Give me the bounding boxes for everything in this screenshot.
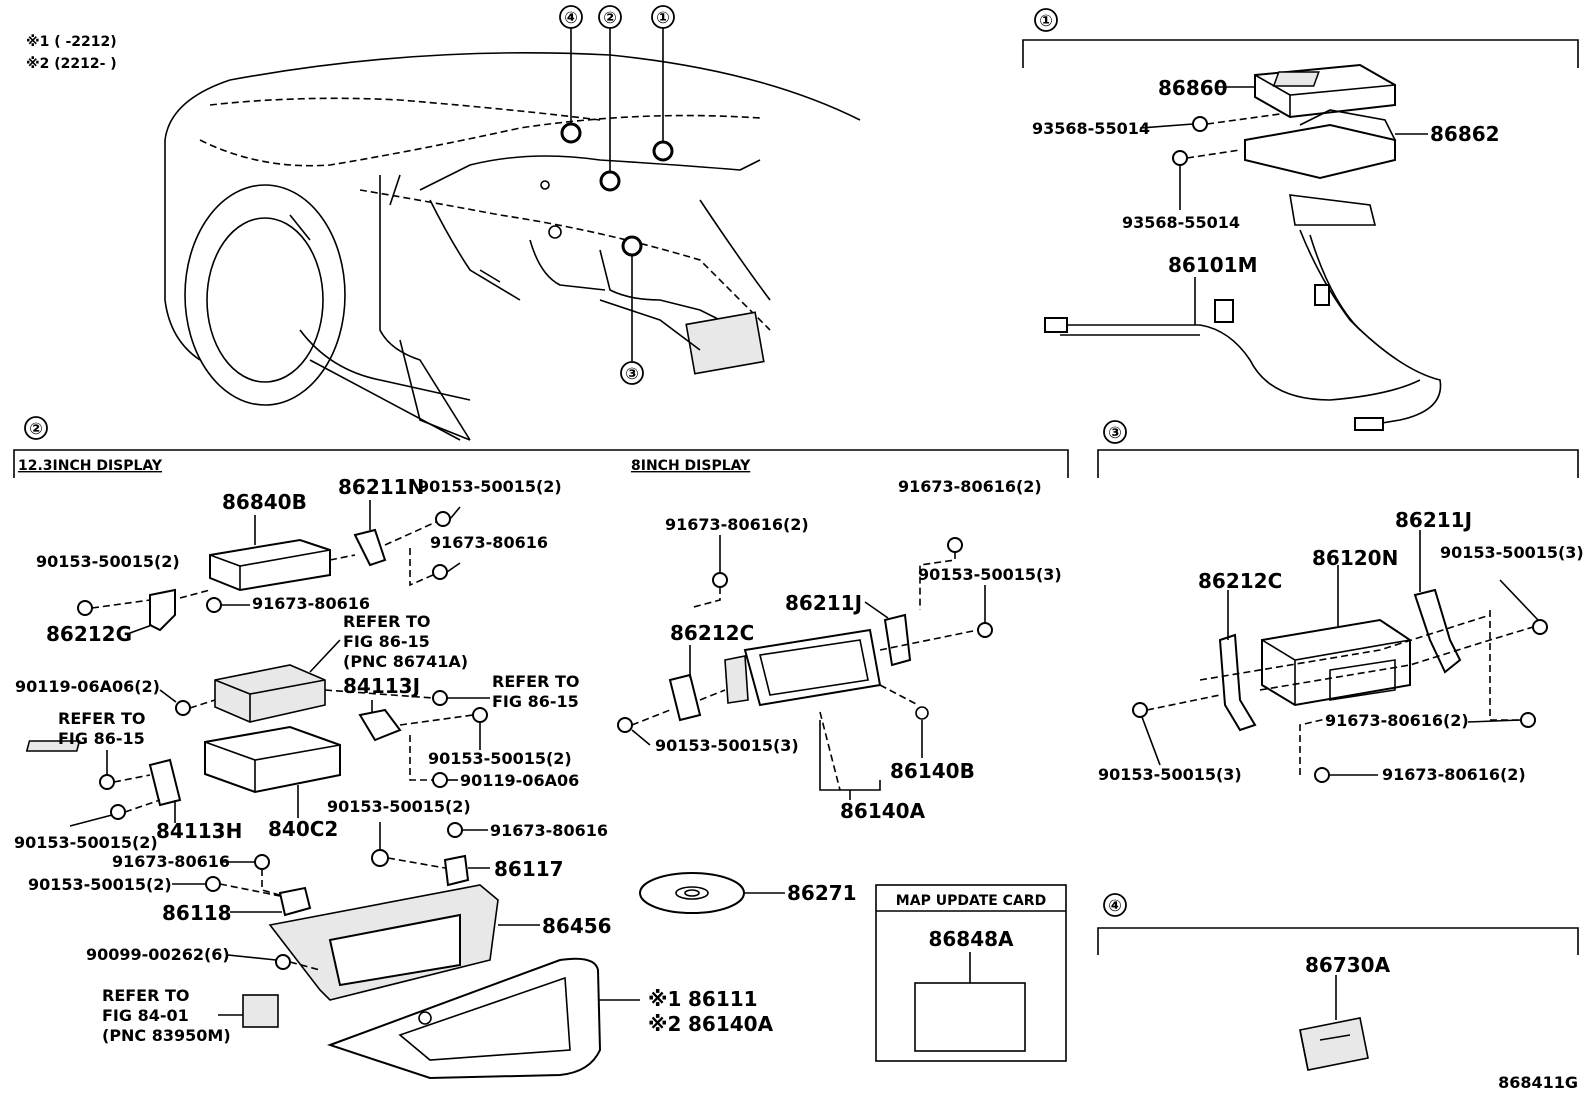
section-1-bracket xyxy=(1022,39,1579,68)
svg-text:④: ④ xyxy=(564,8,578,27)
part-86118-label: 86118 xyxy=(162,901,232,925)
part-90153-50015-2-label-d: 90153-50015(2) xyxy=(14,833,158,852)
part-86456-label: 86456 xyxy=(542,914,612,938)
part-86140B-label: 86140B xyxy=(890,759,975,783)
svg-text:②: ② xyxy=(29,419,43,438)
part-84113J-label: 84113J xyxy=(343,674,420,698)
part-91673-80616-2-label-b: 91673-80616(2) xyxy=(898,477,1042,496)
part-91673-80616-label-c: 91673-80616 xyxy=(490,821,608,840)
section-3-marker: ③ xyxy=(1103,420,1127,444)
part-86117-label: 86117 xyxy=(494,857,564,881)
overview-marker-1: ① xyxy=(651,5,675,162)
part-86211J-label-b: 86211J xyxy=(1395,508,1472,532)
refer-fig-86-15-b-line1: REFER TO xyxy=(492,672,580,691)
section-4-parts xyxy=(1299,975,1369,1071)
note-mark-2: ※2 xyxy=(648,1012,681,1036)
part-91673-80616-2-label-a: 91673-80616(2) xyxy=(665,515,809,534)
refer-fig-86-15-a-line2: FIG 86-15 xyxy=(343,632,430,651)
map-update-card-box xyxy=(875,884,1067,1062)
part-86101M-label: 86101M xyxy=(1168,253,1257,277)
part-90153-50015-2-label-e: 90153-50015(2) xyxy=(327,797,471,816)
display-8-inch-assembly xyxy=(617,535,993,914)
figure-id: 868411G xyxy=(1498,1073,1578,1092)
part-91673-80616-label-b: 91673-80616 xyxy=(252,594,370,613)
svg-text:③: ③ xyxy=(1108,423,1122,442)
part-86140A-label-b: 86140A xyxy=(840,799,926,823)
part-93568-55014-label-a: 93568-55014 xyxy=(1032,119,1150,138)
part-91673-80616-2-label-d: 91673-80616(2) xyxy=(1382,765,1526,784)
svg-text:③: ③ xyxy=(625,364,639,383)
part-93568-55014-label-b: 93568-55014 xyxy=(1122,213,1240,232)
part-90153-50015-2-label-a: 90153-50015(2) xyxy=(418,477,562,496)
svg-text:①: ① xyxy=(1039,11,1053,30)
note-2: ※2 (2212- ) xyxy=(26,56,117,72)
svg-text:④: ④ xyxy=(1108,896,1122,915)
part-86212C-label-a: 86212C xyxy=(670,621,754,645)
refer-fig-84-01-line1: REFER TO xyxy=(102,986,190,1005)
note-mark-1: ※1 xyxy=(648,987,681,1011)
part-90153-50015-3-label-c: 90153-50015(3) xyxy=(1440,543,1584,562)
section-3-bracket xyxy=(1097,449,1579,478)
part-90119-06A06-2-label: 90119-06A06(2) xyxy=(15,677,160,696)
section-1-marker: ① xyxy=(1034,8,1058,32)
display-12-3-assembly xyxy=(25,500,640,1080)
part-91673-80616-2-label-c: 91673-80616(2) xyxy=(1325,711,1469,730)
section-4-bracket xyxy=(1097,927,1579,955)
overview-marker-2: ② xyxy=(598,5,622,192)
part-86862-label: 86862 xyxy=(1430,122,1500,146)
section-2-marker: ② xyxy=(24,416,48,440)
part-86140A-label-a: 86140A xyxy=(688,1012,774,1036)
section-4-marker: ④ xyxy=(1103,893,1127,917)
part-90153-50015-3-label-a: 90153-50015(3) xyxy=(918,565,1062,584)
refer-fig-86-15-c-line2: FIG 86-15 xyxy=(58,729,145,748)
map-update-card-title: MAP UPDATE CARD xyxy=(896,893,1046,909)
part-86730A-label: 86730A xyxy=(1305,953,1391,977)
refer-fig-86-15-a-line3: (PNC 86741A) xyxy=(343,652,468,671)
refer-fig-84-01-line2: FIG 84-01 xyxy=(102,1006,189,1025)
refer-fig-84-01-line3: (PNC 83950M) xyxy=(102,1026,231,1045)
part-86111-label: 86111 xyxy=(688,987,758,1011)
svg-text:①: ① xyxy=(656,8,670,27)
part-90153-50015-2-label-b: 90153-50015(2) xyxy=(36,552,180,571)
part-90099-00262-6-label: 90099-00262(6) xyxy=(86,945,230,964)
part-86211N-label: 86211N xyxy=(338,475,424,499)
part-90153-50015-3-label-b: 90153-50015(3) xyxy=(655,736,799,755)
section-2-bracket xyxy=(13,449,1069,478)
note-1: ※1 ( -2212) xyxy=(26,34,117,50)
part-91673-80616-label-d: 91673-80616 xyxy=(112,852,230,871)
overview-marker-3: ③ xyxy=(620,235,644,385)
part-84113H-label: 84113H xyxy=(156,819,242,843)
part-86212G-label: 86212G xyxy=(46,622,132,646)
section-1-parts xyxy=(1044,63,1442,431)
part-90119-06A06-label: 90119-06A06 xyxy=(460,771,579,790)
part-90153-50015-3-label-d: 90153-50015(3) xyxy=(1098,765,1242,784)
subsection-8-inch-display: 8INCH DISPLAY xyxy=(631,458,751,474)
part-86848A-label: 86848A xyxy=(928,927,1014,951)
part-90153-50015-2-label-f: 90153-50015(2) xyxy=(28,875,172,894)
overview-marker-4: ④ xyxy=(559,5,583,144)
part-86860-label: 86860 xyxy=(1158,76,1228,100)
section-3-parts xyxy=(1132,530,1548,783)
svg-text:②: ② xyxy=(603,8,617,27)
vehicle-overview-illustration xyxy=(164,52,861,441)
part-90153-50015-2-label-c: 90153-50015(2) xyxy=(428,749,572,768)
part-91673-80616-label-a: 91673-80616 xyxy=(430,533,548,552)
part-86120N-label: 86120N xyxy=(1312,546,1398,570)
part-86271-label: 86271 xyxy=(787,881,857,905)
part-86212C-label-b: 86212C xyxy=(1198,569,1282,593)
part-86840B-label: 86840B xyxy=(222,490,307,514)
part-840C2-label: 840C2 xyxy=(268,817,338,841)
refer-fig-86-15-b-line2: FIG 86-15 xyxy=(492,692,579,711)
subsection-12-3-inch-display: 12.3INCH DISPLAY xyxy=(18,458,163,474)
part-86211J-label-a: 86211J xyxy=(785,591,862,615)
refer-fig-86-15-a-line1: REFER TO xyxy=(343,612,431,631)
refer-fig-86-15-c-line1: REFER TO xyxy=(58,709,146,728)
